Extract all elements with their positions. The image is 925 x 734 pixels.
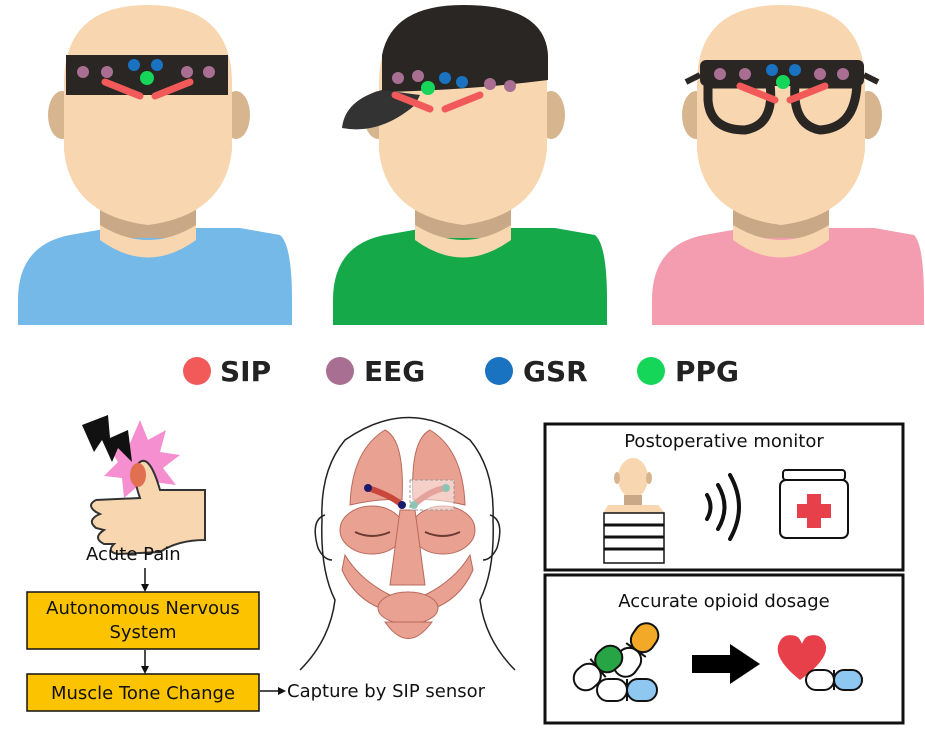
muscle-box (26, 673, 260, 712)
ans-label-line2: System (109, 622, 176, 643)
pain-hand-illustration (82, 415, 206, 556)
eeg-dot (504, 80, 516, 92)
eeg-dot (203, 66, 215, 78)
eeg-dot (77, 66, 89, 78)
gsr-dot (128, 59, 140, 71)
monitor-title: Postoperative monitor (624, 431, 824, 452)
eeg-dot (484, 78, 496, 90)
gsr-dot (789, 64, 801, 76)
eeg-dot (814, 68, 826, 80)
orbicularis-left (339, 505, 405, 555)
orbicularis-right (410, 505, 476, 555)
pills-icon (572, 622, 660, 702)
eye-right (424, 531, 461, 537)
legend: SIP EEG GSR PPG (183, 355, 739, 388)
heart-icon (777, 635, 827, 680)
glasses-lens-right (790, 79, 862, 135)
capsule-icon (805, 669, 863, 691)
patient-icon (603, 458, 665, 564)
cap-crown (382, 5, 548, 92)
figure-glasses (652, 5, 924, 325)
medical-kit-icon (779, 469, 849, 539)
neck-front (100, 225, 196, 258)
eeg-dot (714, 68, 726, 80)
sip-sensor (101, 78, 194, 100)
legend-ppg-label: PPG (675, 355, 739, 388)
gsr-dot (151, 59, 163, 71)
glasses-temple-right (862, 72, 880, 85)
ppg-dot (776, 75, 790, 89)
eeg-dot (837, 68, 849, 80)
legend-gsr-marker (485, 357, 513, 385)
eeg-dot (181, 66, 193, 78)
eeg-dot (412, 70, 424, 82)
legend-eeg-label: EEG (364, 355, 425, 388)
electrode-dot (398, 501, 406, 509)
legend-gsr-label: GSR (523, 355, 588, 388)
sip-sensor (391, 91, 484, 113)
gsr-dot (439, 72, 451, 84)
neck-front (415, 225, 511, 258)
wireless-icon (705, 473, 741, 541)
figure-cap (333, 5, 607, 325)
glasses-temple-left (684, 72, 702, 85)
muscle-label: Muscle Tone Change (51, 683, 235, 704)
shirt (333, 228, 607, 325)
gsr-dot (766, 64, 778, 76)
capture-label: Capture by SIP sensor (287, 681, 486, 702)
dosage-title: Accurate opioid dosage (618, 591, 829, 612)
head (697, 5, 865, 225)
eeg-dot (101, 66, 113, 78)
chin-muscle (384, 621, 433, 639)
legend-ppg-marker (637, 357, 665, 385)
ppg-dot (421, 81, 435, 95)
eye-left (354, 531, 391, 537)
electrode-dot (364, 484, 372, 492)
eeg-dot (739, 68, 751, 80)
arrow-right-icon (692, 644, 760, 684)
legend-eeg-marker (326, 357, 354, 385)
shirt (18, 228, 292, 325)
head (64, 5, 232, 225)
ans-box (26, 591, 260, 650)
frontalis-left (349, 429, 403, 506)
neck-front (733, 225, 829, 258)
ear-left-outline (314, 514, 333, 561)
legend-sip-marker (183, 357, 211, 385)
ear-right-outline (482, 514, 501, 561)
shirt (652, 228, 924, 325)
gsr-dot (456, 76, 468, 88)
flow-arrows (141, 568, 286, 695)
acute-pain-label: Acute Pain (86, 544, 181, 565)
figure-headband (18, 5, 292, 325)
sensor-highlight-box (409, 479, 455, 511)
legend-sip-label: SIP (220, 355, 271, 388)
ppg-dot (140, 71, 154, 85)
thumb-injury (130, 463, 146, 487)
lightning-icon (82, 415, 132, 462)
ans-label-line1: Autonomous Nervous (46, 598, 240, 619)
sip-sensor (736, 82, 829, 104)
facial-muscle-illustration (299, 416, 516, 671)
eeg-dot (392, 72, 404, 84)
orbicularis-oris (377, 591, 439, 625)
